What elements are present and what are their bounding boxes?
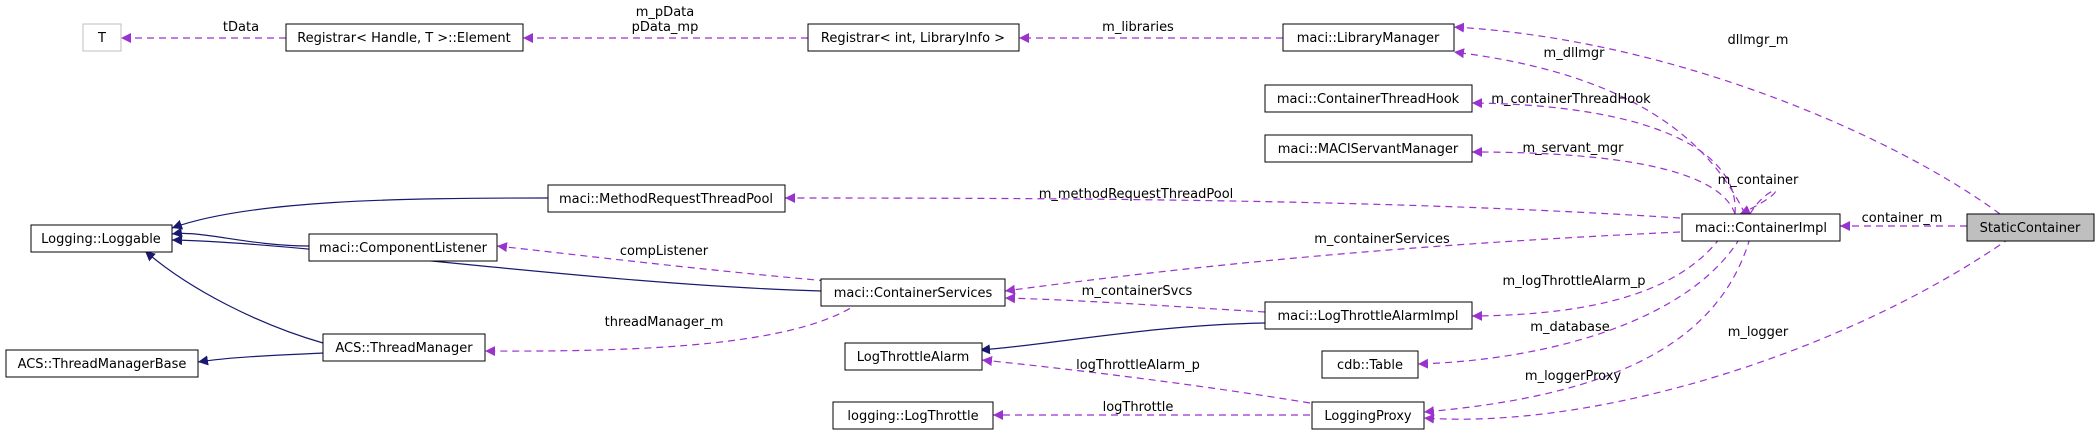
node-cdb-table[interactable]: cdb::Table: [1321, 350, 1419, 379]
node-method-request-thread-pool[interactable]: maci::MethodRequestThreadPool: [547, 184, 786, 213]
label-m-containersvcs: m_containerSvcs: [1082, 284, 1193, 299]
edge-methodrequestthreadpool-to-loggable: [171, 197, 549, 230]
node-logging-proxy[interactable]: LoggingProxy: [1311, 401, 1425, 430]
label-m-logger: m_logger: [1728, 325, 1789, 340]
edge-containerimpl-to-methodrequestthreadpool: [784, 193, 1681, 219]
edge-containerimpl-to-containerservices: [1004, 231, 1681, 295]
node-library-manager-label: maci::LibraryManager: [1297, 31, 1440, 46]
edge-staticcontainer-to-loggingproxy: [1423, 237, 2011, 424]
node-maci-servant-manager[interactable]: maci::MACIServantManager: [1264, 134, 1473, 163]
node-thread-manager-label: ACS::ThreadManager: [335, 341, 473, 356]
label-m-dllmgr: m_dllmgr: [1544, 46, 1606, 61]
node-log-throttle[interactable]: logging::LogThrottle: [832, 401, 994, 430]
node-container-impl[interactable]: maci::ContainerImpl: [1681, 213, 1841, 242]
label-m-loggerproxy: m_loggerProxy: [1525, 369, 1621, 384]
edge-containerimpl-to-containerthreadhook: [1471, 98, 1736, 215]
label-m-containerservices: m_containerServices: [1314, 232, 1450, 247]
edge-containerimpl-to-maciservantmanager: [1471, 147, 1736, 215]
node-library-manager[interactable]: maci::LibraryManager: [1282, 23, 1455, 52]
node-log-throttle-label: logging::LogThrottle: [847, 409, 978, 424]
node-cdb-table-label: cdb::Table: [1337, 358, 1403, 373]
label-m-pdata: m_pData: [636, 5, 694, 20]
label-dllmgr-m: dllmgr_m: [1728, 33, 1789, 48]
inheritance-edges: [144, 197, 1266, 366]
node-log-throttle-alarm[interactable]: LogThrottleAlarm: [844, 342, 983, 371]
edge-logthrottlealarmimpl-to-containerservices: [1004, 293, 1266, 313]
edge-containerimpl-to-librarymanager: [1453, 48, 1746, 215]
node-log-throttle-alarm-impl[interactable]: maci::LogThrottleAlarmImpl: [1264, 301, 1473, 330]
node-registrar-library[interactable]: Registrar< int, LibraryInfo >: [807, 23, 1020, 52]
node-maci-servant-manager-label: maci::MACIServantManager: [1278, 142, 1459, 157]
label-m-container: m_container: [1718, 173, 1799, 188]
label-m-methodrequestthreadpool: m_methodRequestThreadPool: [1039, 187, 1234, 202]
node-static-container-label: StaticContainer: [1980, 221, 2081, 236]
edge-staticcontainer-to-librarymanager: [1453, 22, 2001, 215]
label-m-containerthreadhook: m_containerThreadHook: [1491, 92, 1651, 107]
node-container-services-label: maci::ContainerServices: [834, 286, 993, 301]
usage-edges: [121, 22, 2011, 424]
label-m-database: m_database: [1530, 320, 1609, 335]
node-container-services[interactable]: maci::ContainerServices: [820, 278, 1006, 307]
edge-containerservices-to-threadmanager: [484, 301, 861, 357]
node-t[interactable]: T: [82, 23, 122, 52]
edge-containerimpl-to-loggingproxy: [1423, 237, 1751, 417]
node-container-thread-hook-label: maci::ContainerThreadHook: [1277, 92, 1460, 107]
node-container-thread-hook[interactable]: maci::ContainerThreadHook: [1264, 84, 1473, 113]
label-logthrottlealarm-p: logThrottleAlarm_p: [1076, 358, 1200, 373]
node-thread-manager-base-label: ACS::ThreadManagerBase: [18, 357, 187, 372]
edge-loggingproxy-to-logthrottlealarm: [981, 356, 1311, 404]
node-loggable[interactable]: Logging::Loggable: [30, 224, 173, 253]
edge-containerimpl-to-logthrottlealarmimpl: [1471, 237, 1721, 321]
edge-containerimpl-self-loop: [1739, 190, 1776, 215]
edge-labels: tData m_pData pData_mp m_libraries dllmg…: [223, 5, 1942, 415]
label-container-m: container_m: [1862, 211, 1943, 226]
node-component-listener[interactable]: maci::ComponentListener: [308, 233, 498, 262]
node-component-listener-label: maci::ComponentListener: [319, 241, 488, 256]
edge-logthrottlealarmimpl-to-logthrottlealarm: [979, 322, 1266, 355]
label-complistener: compListener: [620, 244, 709, 259]
node-registrar-library-label: Registrar< int, LibraryInfo >: [821, 31, 1005, 46]
label-tdata: tData: [223, 20, 259, 35]
node-log-throttle-alarm-impl-label: maci::LogThrottleAlarmImpl: [1278, 309, 1459, 324]
node-container-impl-label: maci::ContainerImpl: [1695, 221, 1827, 236]
node-registrar-element[interactable]: Registrar< Handle, T >::Element: [285, 23, 524, 52]
edge-containerservices-to-loggable: [171, 235, 822, 292]
node-thread-manager-base[interactable]: ACS::ThreadManagerBase: [5, 349, 199, 378]
label-m-logthrottlealarm-p: m_logThrottleAlarm_p: [1503, 274, 1646, 289]
edge-threadmanager-to-threadmanagerbase: [197, 352, 324, 366]
node-registrar-element-label: Registrar< Handle, T >::Element: [297, 31, 511, 46]
label-logthrottle: logThrottle: [1103, 400, 1174, 415]
label-threadmanager-m: threadManager_m: [605, 315, 724, 330]
node-static-container[interactable]: StaticContainer: [1966, 213, 2095, 242]
node-logging-proxy-label: LoggingProxy: [1324, 409, 1411, 424]
edge-containerimpl-to-cdbtable: [1417, 237, 1741, 369]
edge-threadmanager-to-loggable: [144, 250, 324, 344]
node-method-request-thread-pool-label: maci::MethodRequestThreadPool: [559, 192, 773, 207]
label-m-servant-mgr: m_servant_mgr: [1522, 141, 1624, 156]
node-t-label: T: [97, 31, 106, 46]
label-pdata-mp: pData_mp: [632, 20, 699, 35]
label-m-libraries: m_libraries: [1102, 20, 1174, 35]
edge-componentlistener-to-loggable: [171, 227, 310, 247]
node-log-throttle-alarm-label: LogThrottleAlarm: [857, 350, 969, 365]
node-thread-manager[interactable]: ACS::ThreadManager: [322, 333, 486, 362]
node-loggable-label: Logging::Loggable: [41, 232, 161, 247]
